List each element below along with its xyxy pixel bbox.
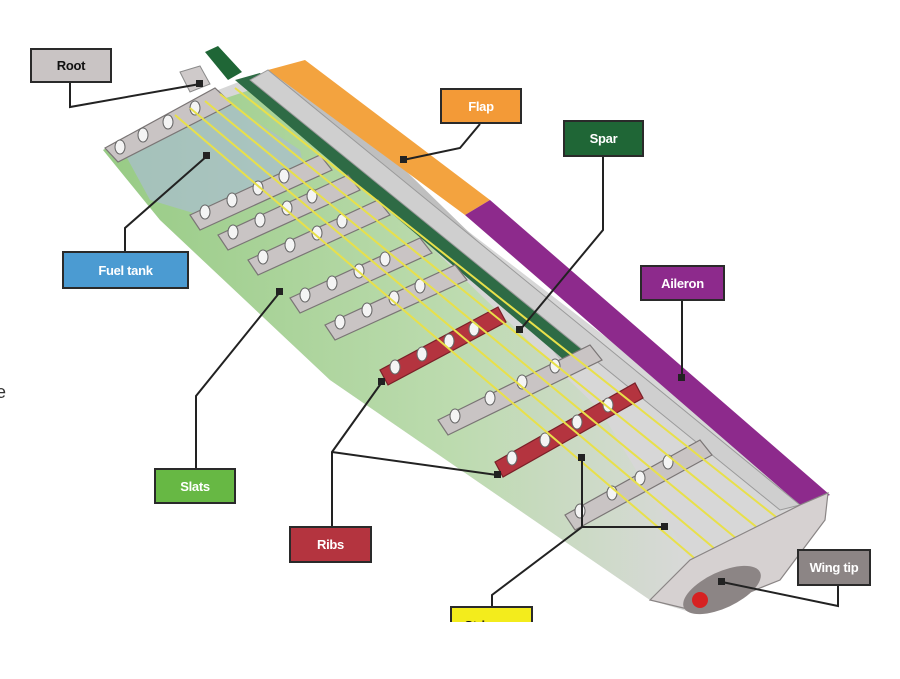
fuel-tank-label: Fuel tank — [62, 251, 189, 289]
left-edge-text-fragment: e — [0, 382, 7, 402]
root-label: Root — [30, 48, 112, 83]
aileron-label: Aileron — [640, 265, 725, 301]
wing-tip-light — [692, 592, 708, 608]
aileron-surface — [465, 200, 830, 505]
ribs-label: Ribs — [289, 526, 372, 563]
root-stub — [179, 65, 211, 93]
spar-beam — [235, 73, 590, 365]
slats-label: Slats — [154, 468, 236, 504]
spar-top — [205, 46, 242, 80]
image-bottom-crop — [0, 622, 900, 674]
stringers — [174, 87, 796, 581]
flap-surface — [268, 60, 490, 215]
wing-tip-label: Wing tip — [797, 549, 871, 586]
flap-label: Flap — [440, 88, 522, 124]
leader-lines — [69, 83, 839, 608]
leader-endpoints — [196, 80, 725, 585]
spar-label: Spar — [563, 120, 644, 157]
